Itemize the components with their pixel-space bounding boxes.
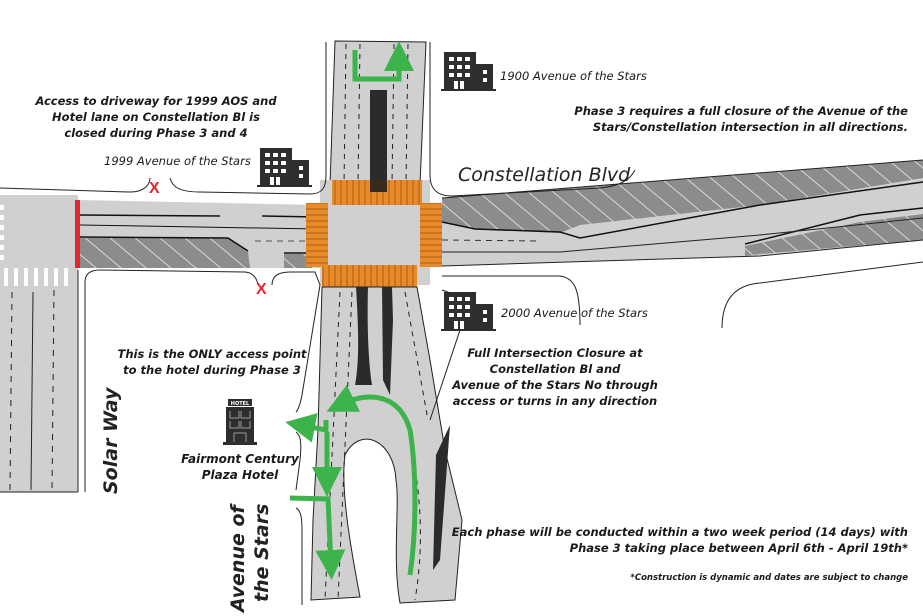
note-line: Avenue of the Stars No through <box>452 378 658 392</box>
note-driveway-closure: Access to driveway for 1999 AOS and Hote… <box>26 93 286 141</box>
building-icon-1900 <box>441 52 496 91</box>
note-line: access or turns in any direction <box>452 394 658 408</box>
hotel-icon: HOTEL <box>223 399 257 445</box>
closed-marker-driveway-north: X <box>149 180 160 197</box>
detour-arrow-south-2 <box>289 495 346 580</box>
note-line: closed during Phase 3 and 4 <box>64 126 248 140</box>
note-line: Stars/Constellation intersection in all … <box>592 120 908 134</box>
detour-arrow-hotel-entry <box>285 413 329 443</box>
street-label-solar-way: Solar Way <box>100 387 122 494</box>
note-line: Phase 3 taking place between April 6th -… <box>569 541 908 555</box>
address-2000: 2000 Avenue of the Stars <box>501 306 648 320</box>
address-1900: 1900 Avenue of the Stars <box>500 69 647 83</box>
crosswalk-west-closed <box>306 203 328 267</box>
hotel-name: Fairmont Century Plaza Hotel <box>170 451 310 483</box>
median <box>370 90 387 190</box>
street-label-avenue-of-the-stars: Avenue of the Stars <box>226 504 274 612</box>
note-line: Phase 3 requires a full closure of the A… <box>574 104 908 118</box>
solar-way-road <box>0 195 79 493</box>
street-label-line: the Stars <box>251 503 273 602</box>
street-label-line: Avenue of <box>227 505 249 612</box>
constellation-east-road <box>441 159 923 267</box>
note-line: Access to driveway for 1999 AOS and <box>35 94 277 108</box>
note-schedule: Each phase will be conducted within a tw… <box>440 524 908 556</box>
note-hotel-access: This is the ONLY access point to the hot… <box>112 346 312 378</box>
building-icon-1999 <box>257 148 312 187</box>
hotel-name-line: Plaza Hotel <box>201 468 279 482</box>
note-line: Hotel lane on Constellation Bl is <box>52 110 260 124</box>
note-line: Constellation Bl and <box>489 362 621 376</box>
address-1999: 1999 Avenue of the Stars <box>104 154 251 168</box>
building-icon-2000 <box>441 292 496 331</box>
street-label-constellation: Constellation Blvd <box>458 164 631 186</box>
closure-barrier-west <box>75 200 80 268</box>
note-phase3-closure: Phase 3 requires a full closure of the A… <box>560 103 908 135</box>
closed-marker-driveway-south: X <box>256 281 267 298</box>
note-line: This is the ONLY access point <box>117 347 307 361</box>
crosswalk-east-closed <box>420 203 442 267</box>
intersection <box>306 180 442 287</box>
avenue-south-road <box>285 286 463 604</box>
hotel-name-line: Fairmont Century <box>181 452 299 466</box>
svg-text:HOTEL: HOTEL <box>231 401 250 407</box>
crosswalk-south-closed <box>322 265 417 287</box>
note-disclaimer: *Construction is dynamic and dates are s… <box>630 573 908 583</box>
note-line: Each phase will be conducted within a tw… <box>451 525 908 539</box>
detour-arrow-curve <box>326 384 418 576</box>
note-intersection-closure: Full Intersection Closure at Constellati… <box>440 345 670 409</box>
note-line: to the hotel during Phase 3 <box>123 363 301 377</box>
constellation-west-road <box>75 200 320 268</box>
avenue-north-road <box>329 40 427 190</box>
detour-arrow-uturn <box>352 41 414 82</box>
note-line: Full Intersection Closure at <box>467 346 643 360</box>
